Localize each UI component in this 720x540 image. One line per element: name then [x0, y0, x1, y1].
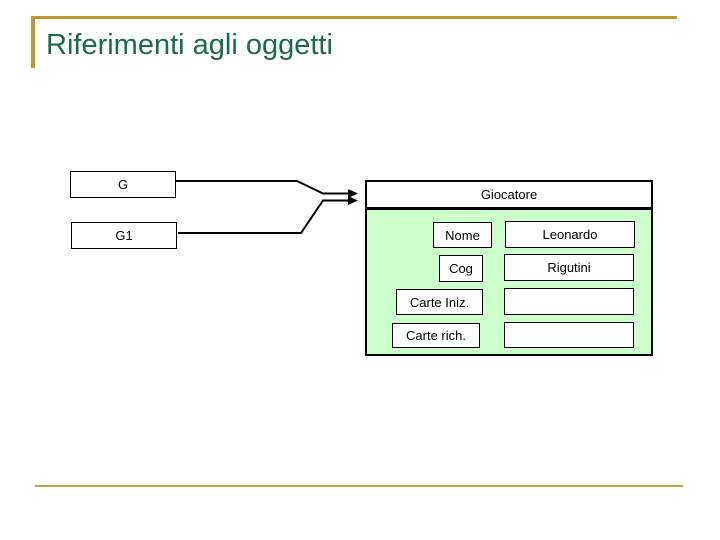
arrow-line-g: [176, 180, 349, 195]
reference-box-g1: G1: [71, 222, 177, 249]
object-class-name: Giocatore: [480, 187, 538, 202]
title-accent-bar: [31, 16, 35, 68]
reference-label-g: G: [117, 177, 129, 192]
field-label-cognome: Cog: [439, 255, 483, 282]
field-value-carte-rich: [504, 322, 634, 348]
arrow-line-g1: [178, 199, 349, 234]
field-label-carte-rich: Carte rich.: [392, 323, 480, 348]
field-label-nome: Nome: [433, 222, 492, 248]
reference-box-g: G: [70, 171, 176, 198]
page-title: Riferimenti agli oggetti: [46, 29, 333, 61]
field-value-cognome: Rigutini: [504, 254, 634, 281]
object-box-giocatore: Giocatore Nome Leonardo Cog Rigutini Car…: [365, 180, 653, 356]
field-value-carte-iniz: [504, 288, 634, 315]
bottom-accent-line: [35, 485, 683, 487]
field-label-carte-iniz: Carte Iniz.: [396, 289, 483, 315]
object-class-header: Giocatore: [367, 182, 651, 210]
top-accent-line: [32, 16, 677, 19]
reference-label-g1: G1: [115, 228, 133, 243]
field-value-nome: Leonardo: [505, 221, 635, 248]
arrowhead-g1-icon: [348, 196, 358, 205]
arrowhead-g-icon: [348, 189, 358, 198]
